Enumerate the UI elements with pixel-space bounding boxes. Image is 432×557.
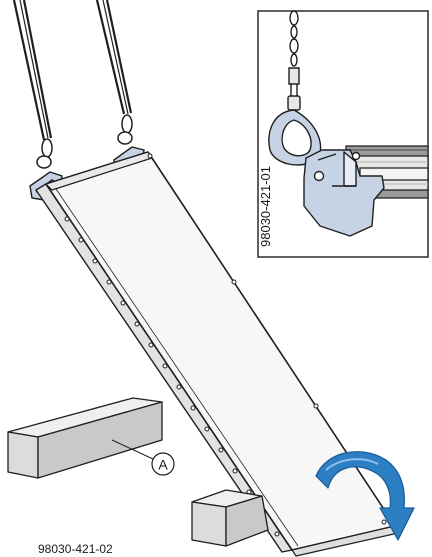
detail-inset: 98030-421-01 — [257, 10, 429, 258]
left-lifting-cable — [12, 0, 53, 141]
lifting-clamp-icon — [303, 149, 385, 237]
callout-a: A — [111, 439, 175, 476]
left-shackle-icon — [36, 138, 53, 169]
support-block-a — [7, 397, 163, 479]
right-lifting-cable — [95, 0, 133, 115]
curved-arrow-icon — [315, 451, 415, 541]
lifting-ring-icon — [268, 109, 322, 166]
callout-a-letter: A — [158, 457, 168, 473]
right-shackle-icon — [117, 114, 133, 145]
support-block-b — [191, 489, 269, 547]
inset-chain-icon — [287, 10, 301, 111]
main-figure-code: 98030-421-02 — [38, 542, 113, 556]
inset-figure-code: 98030-421-01 — [258, 166, 273, 247]
panel-rivets — [64, 153, 387, 537]
